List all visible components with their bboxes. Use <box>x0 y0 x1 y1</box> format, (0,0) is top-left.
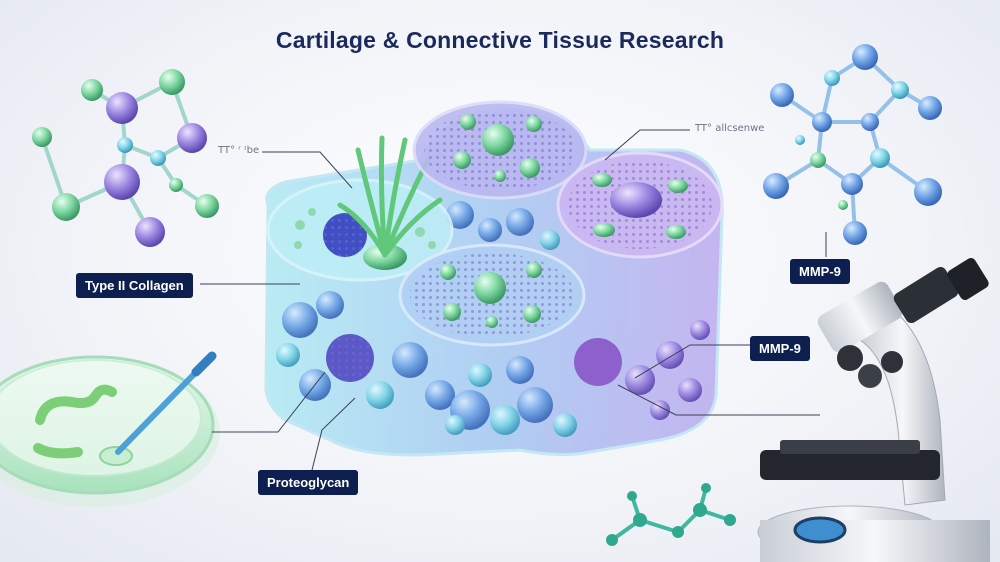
microscope <box>757 257 990 562</box>
label-type-ii-collagen: Type II Collagen <box>76 273 193 298</box>
cilia <box>337 135 443 258</box>
bottom-molecule <box>606 483 736 546</box>
label-small-right: TT° allcsenwe <box>695 123 765 134</box>
tissue-block <box>264 100 724 457</box>
left-molecule <box>32 69 219 247</box>
label-small-left: TT° ʳ ᶦbe <box>218 145 260 156</box>
page-title: Cartilage & Connective Tissue Research <box>275 27 725 53</box>
leader-lines <box>200 129 827 479</box>
label-mmp9-top: MMP-9 <box>790 259 850 284</box>
label-proteoglycan: Proteoglycan <box>258 470 359 495</box>
cell-spheres <box>276 201 710 437</box>
right-molecule <box>763 44 942 245</box>
label-mmp9-right: MMP-9 <box>750 336 810 361</box>
petri-dish <box>0 351 220 507</box>
